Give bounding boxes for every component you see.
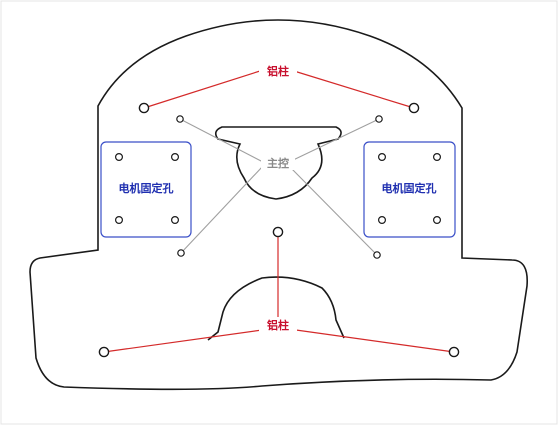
- motor-hole-right-2: [433, 153, 442, 162]
- standoff-hole-bottom-left: [98, 346, 110, 358]
- motor-hole-right-4: [433, 216, 442, 225]
- board-outline: [29, 19, 529, 391]
- motor-hole-left-2: [171, 153, 180, 162]
- standoff-hole-top-left: [138, 102, 150, 114]
- standoff-hole-top-right: [408, 102, 420, 114]
- motor-box-right: [363, 141, 456, 238]
- main-control-hole-3: [177, 249, 185, 257]
- main-control-label-bg: [261, 155, 295, 170]
- standoff-hole-bottom-right: [448, 346, 460, 358]
- motor-holes-left-label: 电机固定孔: [119, 181, 174, 195]
- motor-hole-left-4: [171, 216, 180, 225]
- main-control-leaders: [179, 118, 380, 256]
- standoff-leaders: [103, 70, 455, 353]
- standoff-top-label: 铝柱: [267, 64, 289, 78]
- main-control-label: 主控: [267, 156, 289, 170]
- standoff-bottom-label-bg: [259, 317, 297, 333]
- motor-hole-left-3: [114, 216, 123, 225]
- motor-hole-left-1: [114, 153, 123, 162]
- standoff-top-label-bg: [259, 63, 297, 79]
- bottom-notch: [207, 276, 345, 341]
- motor-hole-right-3: [378, 216, 387, 225]
- motor-hole-right-1: [378, 153, 387, 162]
- main-control-hole-1: [176, 115, 184, 123]
- motor-holes-right-label: 电机固定孔: [382, 181, 437, 195]
- main-control-hole-2: [375, 115, 383, 123]
- standoff-bottom-label: 铝柱: [267, 318, 289, 332]
- motor-box-left: [100, 141, 192, 238]
- main-control-hole-4: [373, 251, 381, 259]
- standoff-hole-center: [272, 226, 284, 238]
